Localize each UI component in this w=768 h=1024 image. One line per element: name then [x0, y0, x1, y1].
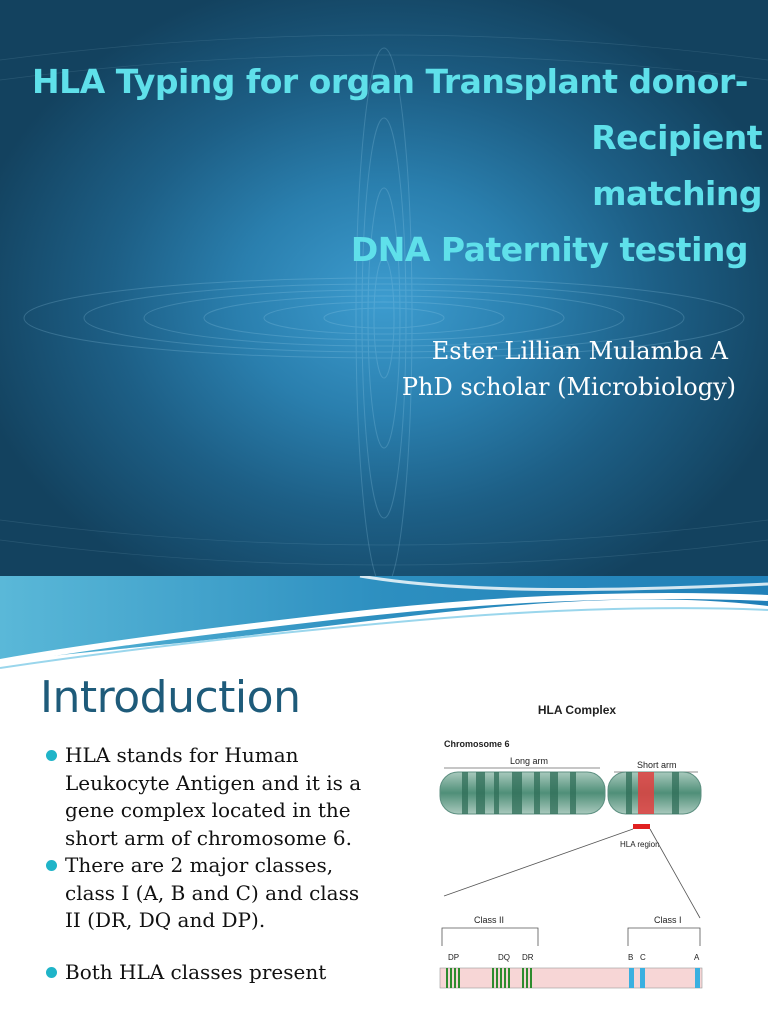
class-brackets [441, 927, 701, 946]
locus-label: DQ [498, 953, 510, 962]
zoom-line-left [443, 828, 634, 897]
bullet-icon [46, 966, 57, 978]
introduction-slide: Introduction HLA stands for Human Leukoc… [0, 576, 768, 1024]
slide-heading: Introduction [40, 672, 301, 723]
title-line: DNA Paternity testing [350, 230, 749, 269]
short-arm-label: Short arm [637, 760, 677, 770]
hla-region-label: HLA region [620, 840, 660, 849]
locus-label: B [628, 953, 633, 962]
zoom-line-right [649, 828, 701, 919]
hla-complex-diagram: HLA Complex Chromosome 6 Long arm Short … [439, 703, 703, 989]
author-info: Ester Lillian Mulamba A PhD scholar (Mic… [402, 333, 736, 405]
bullet-item: HLA stands for Human Leukocyte Antigen a… [46, 742, 376, 852]
locus-label: DR [522, 953, 534, 962]
author-affiliation: PhD scholar (Microbiology) [401, 373, 736, 401]
bullet-icon [46, 750, 57, 761]
bullet-icon [46, 860, 57, 871]
header-wave-decoration [0, 576, 768, 669]
bullet-text: There are 2 major classes, class I (A, B… [65, 853, 360, 932]
class-ii-label: Class II [474, 915, 504, 925]
locus-label: DP [448, 953, 459, 962]
title-slide: HLA Typing for organ Transplant donor- R… [0, 0, 768, 576]
chromosome-6-graphic [439, 767, 702, 815]
long-arm-label: Long arm [510, 756, 548, 766]
title-line: HLA Typing for organ Transplant donor- [32, 62, 748, 101]
slide-title: HLA Typing for organ Transplant donor- R… [2, 54, 762, 278]
bullet-item: Both HLA classes present [46, 959, 376, 987]
title-line: matching [592, 174, 762, 213]
background-ripple-pattern [23, 47, 745, 576]
bullet-list: HLA stands for Human Leukocyte Antigen a… [46, 742, 376, 986]
locus-label: A [694, 953, 700, 962]
bullet-text: HLA stands for Human Leukocyte Antigen a… [65, 743, 362, 850]
class-i-label: Class I [654, 915, 682, 925]
hla-region-marker [633, 824, 650, 829]
figure-title: HLA Complex [538, 703, 617, 717]
locus-label: C [640, 953, 646, 962]
bullet-text: Both HLA classes present [65, 959, 327, 984]
bullet-item: There are 2 major classes, class I (A, B… [46, 852, 376, 935]
chromosome-label: Chromosome 6 [444, 739, 510, 749]
author-name: Ester Lillian Mulamba A [431, 337, 728, 365]
hla-gene-map-bar [439, 967, 703, 989]
title-line: Recipient [591, 118, 762, 157]
